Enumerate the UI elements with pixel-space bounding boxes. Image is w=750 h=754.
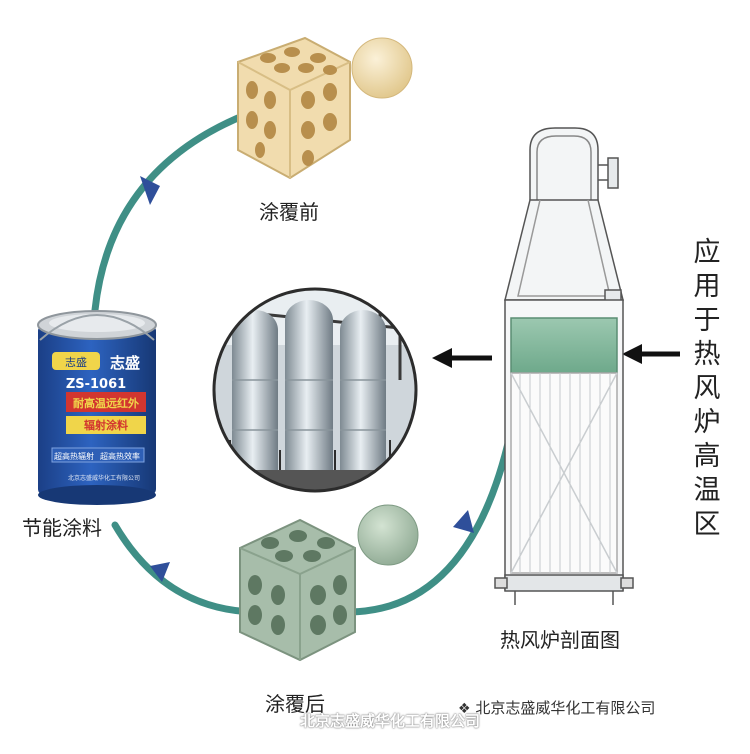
ball-after-icon xyxy=(357,504,419,566)
brick-after-icon xyxy=(239,518,356,662)
can-feat2-text: 超高热效率 xyxy=(100,451,140,461)
label-application-text: 应用于热风炉高温区 xyxy=(690,236,724,542)
can-line2-text: 辐射涂料 xyxy=(84,418,128,432)
label-application-char: 区 xyxy=(693,509,721,540)
label-after: 涂覆后 xyxy=(265,692,325,716)
paint-can-icon xyxy=(37,310,157,505)
can-line1-text: 耐高温远红外 xyxy=(73,396,139,410)
can-maker-text: 北京志盛威华化工有限公司 xyxy=(68,474,140,482)
brick-before-icon xyxy=(237,36,351,180)
label-application-char: 于 xyxy=(693,305,721,336)
label-application-char: 应 xyxy=(693,237,721,268)
can-badge-text: 志盛 xyxy=(65,355,87,369)
cycle-arrowhead-bottom-icon xyxy=(150,562,170,582)
label-application-char: 高 xyxy=(693,441,721,472)
label-furnace: 热风炉剖面图 xyxy=(500,628,620,652)
arrow-application-to-furnace-icon xyxy=(622,344,680,364)
label-application-char: 温 xyxy=(693,475,721,506)
cycle-arc-bottom-left xyxy=(111,521,259,616)
furnace-section-diagram xyxy=(494,127,634,605)
label-application-char: 用 xyxy=(693,271,721,302)
label-application: 应用于热风炉高温区 xyxy=(690,236,724,542)
arrow-furnace-to-photo-icon xyxy=(432,348,492,368)
watermark-bottom: 北京志盛威华化工有限公司 xyxy=(300,712,481,730)
can-feat1-text: 超高热辐射 xyxy=(54,451,94,461)
ball-before-icon xyxy=(351,37,413,99)
stove-photo xyxy=(212,287,418,493)
cycle-arc-bottom-right xyxy=(346,431,514,616)
label-application-char: 炉 xyxy=(693,407,721,438)
cycle-arc-top-left xyxy=(91,111,249,314)
watermark-right: ❖ 北京志盛威华化工有限公司 xyxy=(458,697,655,718)
can-model-text: ZS-1061 xyxy=(66,377,126,392)
label-coating: 节能涂料 xyxy=(22,516,102,540)
label-application-char: 热 xyxy=(693,339,721,370)
watermark-right-text: 北京志盛威华化工有限公司 xyxy=(475,699,656,717)
can-brand-text: 志盛 xyxy=(110,354,140,372)
label-before: 涂覆前 xyxy=(259,200,319,224)
wechat-icon: ❖ xyxy=(458,701,471,717)
cycle-arrowhead-right-icon xyxy=(453,510,474,533)
label-application-char: 风 xyxy=(693,373,721,404)
cycle-arrowhead-left-icon xyxy=(140,176,160,205)
